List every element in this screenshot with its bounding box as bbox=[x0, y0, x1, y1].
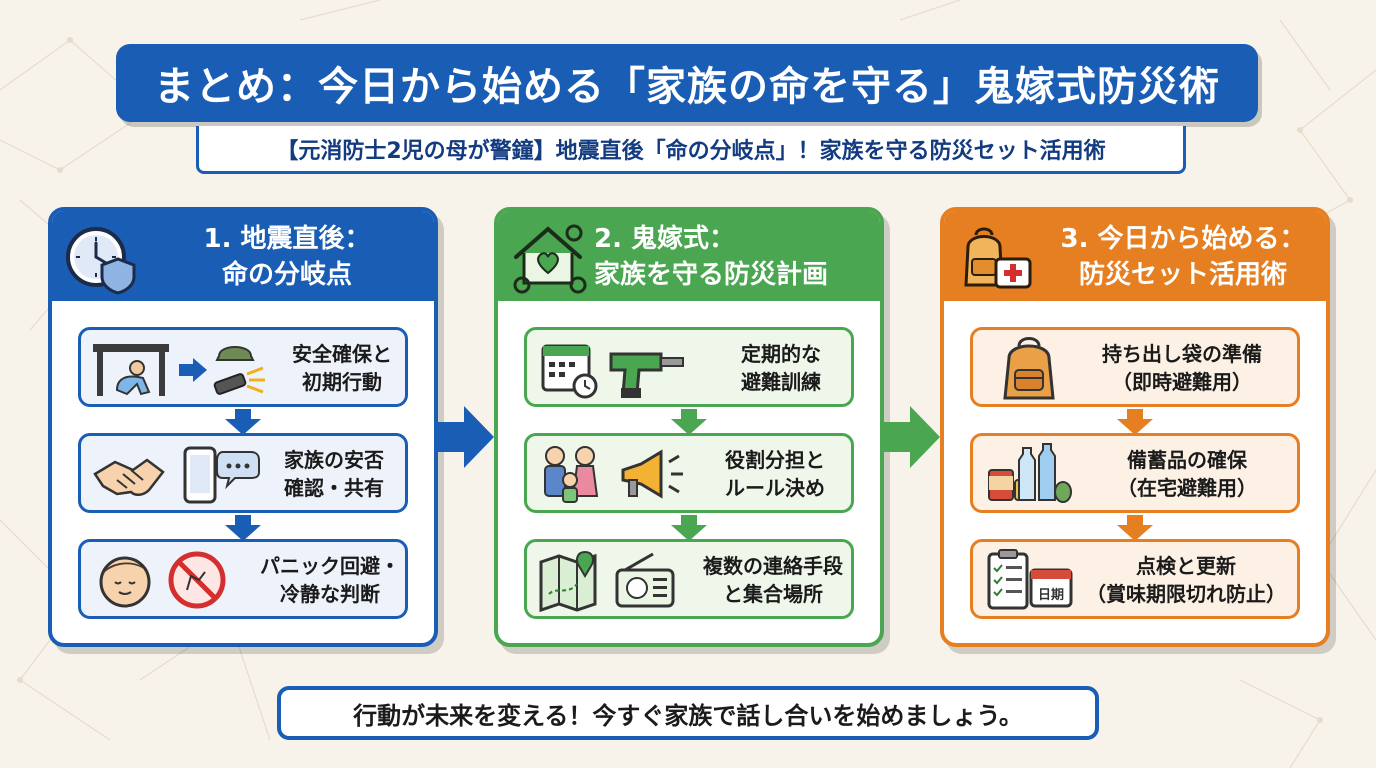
item-line1: 定期的な bbox=[741, 342, 821, 366]
item-text: 複数の連絡手段 と集合場所 bbox=[691, 552, 855, 608]
panel-title: 2. 鬼嫁式： 家族を守る防災計画 bbox=[594, 221, 880, 293]
item-line2: （在宅避難用） bbox=[1117, 476, 1257, 500]
item-line2: 初期行動 bbox=[302, 370, 382, 394]
page-title: まとめ：今日から始める「家族の命を守る」鬼嫁式防災術 bbox=[154, 64, 1220, 110]
down-arrow-icon bbox=[1117, 515, 1153, 541]
list-item-safety: 安全確保と 初期行動 bbox=[78, 327, 408, 407]
panel-title: 3. 今日から始める： 防災セット活用術 bbox=[1036, 221, 1326, 293]
subtitle-banner: 【元消防士2児の母が警鐘】地震直後「命の分岐点」！家族を守る防災セット活用術 bbox=[196, 126, 1186, 174]
backpack-firstaid-icon bbox=[964, 227, 1032, 289]
item-line1: 点検と更新 bbox=[1136, 554, 1236, 578]
item-line2: 冷静な判断 bbox=[280, 582, 380, 606]
panel-header: 1. 地震直後： 命の分岐点 bbox=[52, 211, 434, 301]
item-text: パニック回避・ 冷静な判断 bbox=[253, 552, 407, 608]
panel-title-line2: 家族を守る防災計画 bbox=[594, 260, 829, 290]
panel-title-line2: 防災セット活用術 bbox=[1078, 260, 1287, 290]
item-text: 安全確保と 初期行動 bbox=[277, 340, 407, 396]
item-line1: 持ち出し袋の準備 bbox=[1102, 342, 1262, 366]
item-line2: 確認・共有 bbox=[284, 476, 384, 500]
panel-earthquake-aftermath: 1. 地震直後： 命の分岐点 安全確保と 初期行動 bbox=[48, 207, 438, 647]
item-text: 役割分担と ルール決め bbox=[697, 446, 853, 502]
item-line2: ルール決め bbox=[725, 476, 825, 500]
house-heart-gear-icon bbox=[513, 224, 587, 294]
table-crawl-icon bbox=[93, 344, 265, 396]
list-item-contact-meeting: 複数の連絡手段 と集合場所 bbox=[524, 539, 854, 619]
item-line2: 避難訓練 bbox=[741, 370, 821, 394]
map-pin-icon bbox=[539, 550, 675, 613]
panel-title-line2: 命の分岐点 bbox=[221, 260, 352, 290]
panel-title: 1. 地震直後： 命の分岐点 bbox=[152, 221, 422, 293]
down-arrow-icon bbox=[671, 515, 707, 541]
panel-header: 3. 今日から始める： 防災セット活用術 bbox=[944, 211, 1326, 301]
down-arrow-icon bbox=[671, 409, 707, 435]
item-line1: 複数の連絡手段 bbox=[703, 554, 843, 578]
list-item-avoid-panic: パニック回避・ 冷静な判断 bbox=[78, 539, 408, 619]
right-arrow-icon bbox=[880, 406, 940, 468]
item-text: 家族の安否 確認・共有 bbox=[261, 446, 407, 502]
panel-title-line1: 3. 今日から始める： bbox=[1060, 224, 1306, 254]
panel-header: 2. 鬼嫁式： 家族を守る防災計画 bbox=[498, 211, 880, 301]
item-line1: 役割分担と bbox=[725, 448, 825, 472]
calm-face-icon bbox=[99, 551, 226, 609]
handshake-icon bbox=[93, 446, 260, 504]
item-text: 持ち出し袋の準備 （即時避難用） bbox=[1065, 340, 1299, 396]
panel-title-line1: 1. 地震直後： bbox=[203, 224, 371, 254]
family-icon bbox=[544, 446, 683, 503]
list-item-evac-drill: 定期的な 避難訓練 bbox=[524, 327, 854, 407]
canned-food-water-icon bbox=[988, 443, 1072, 503]
clock-shield-icon bbox=[66, 227, 136, 295]
list-item-family-check: 家族の安否 確認・共有 bbox=[78, 433, 408, 513]
checklist-calendar-icon: 日期 bbox=[987, 549, 1073, 610]
down-arrow-icon bbox=[225, 515, 261, 541]
item-text: 点検と更新 （賞味期限切れ防止） bbox=[1071, 552, 1301, 608]
item-line1: パニック回避・ bbox=[260, 554, 400, 578]
item-line2: （即時避難用） bbox=[1112, 370, 1252, 394]
list-item-go-bag: 持ち出し袋の準備 （即時避難用） bbox=[970, 327, 1300, 407]
right-arrow-icon bbox=[434, 406, 494, 468]
item-text: 備蓄品の確保 （在宅避難用） bbox=[1075, 446, 1299, 502]
list-item-stockpile: 備蓄品の確保 （在宅避難用） bbox=[970, 433, 1300, 513]
item-line1: 安全確保と bbox=[292, 342, 392, 366]
item-line1: 家族の安否 bbox=[284, 448, 384, 472]
backpack-icon bbox=[1003, 337, 1055, 400]
list-item-inspect-renew: 日期 点検と更新 （賞味期限切れ防止） bbox=[970, 539, 1300, 619]
item-line2: と集合場所 bbox=[723, 582, 823, 606]
title-banner: まとめ：今日から始める「家族の命を守る」鬼嫁式防災術 bbox=[116, 44, 1258, 122]
down-arrow-icon bbox=[225, 409, 261, 435]
item-text: 定期的な 避難訓練 bbox=[709, 340, 853, 396]
calendar-clock-icon bbox=[541, 344, 684, 399]
panel-disaster-kit: 3. 今日から始める： 防災セット活用術 持ち出し袋の準備 （即時避難用） bbox=[940, 207, 1330, 647]
item-line1: 備蓄品の確保 bbox=[1127, 448, 1247, 472]
panel-family-plan: 2. 鬼嫁式： 家族を守る防災計画 定期的な 避難訓練 bbox=[494, 207, 884, 647]
down-arrow-icon bbox=[1117, 409, 1153, 435]
list-item-roles-rules: 役割分担と ルール決め bbox=[524, 433, 854, 513]
panel-title-line1: 2. 鬼嫁式： bbox=[594, 224, 736, 254]
item-line2: （賞味期限切れ防止） bbox=[1086, 582, 1286, 606]
page-subtitle: 【元消防士2児の母が警鐘】地震直後「命の分岐点」！家族を守る防災セット活用術 bbox=[276, 138, 1106, 164]
footer-callout: 行動が未来を変える！今すぐ家族で話し合いを始めましょう。 bbox=[277, 686, 1099, 740]
calendar-label: 日期 bbox=[1038, 588, 1064, 603]
footer-text: 行動が未来を変える！今すぐ家族で話し合いを始めましょう。 bbox=[353, 701, 1023, 730]
